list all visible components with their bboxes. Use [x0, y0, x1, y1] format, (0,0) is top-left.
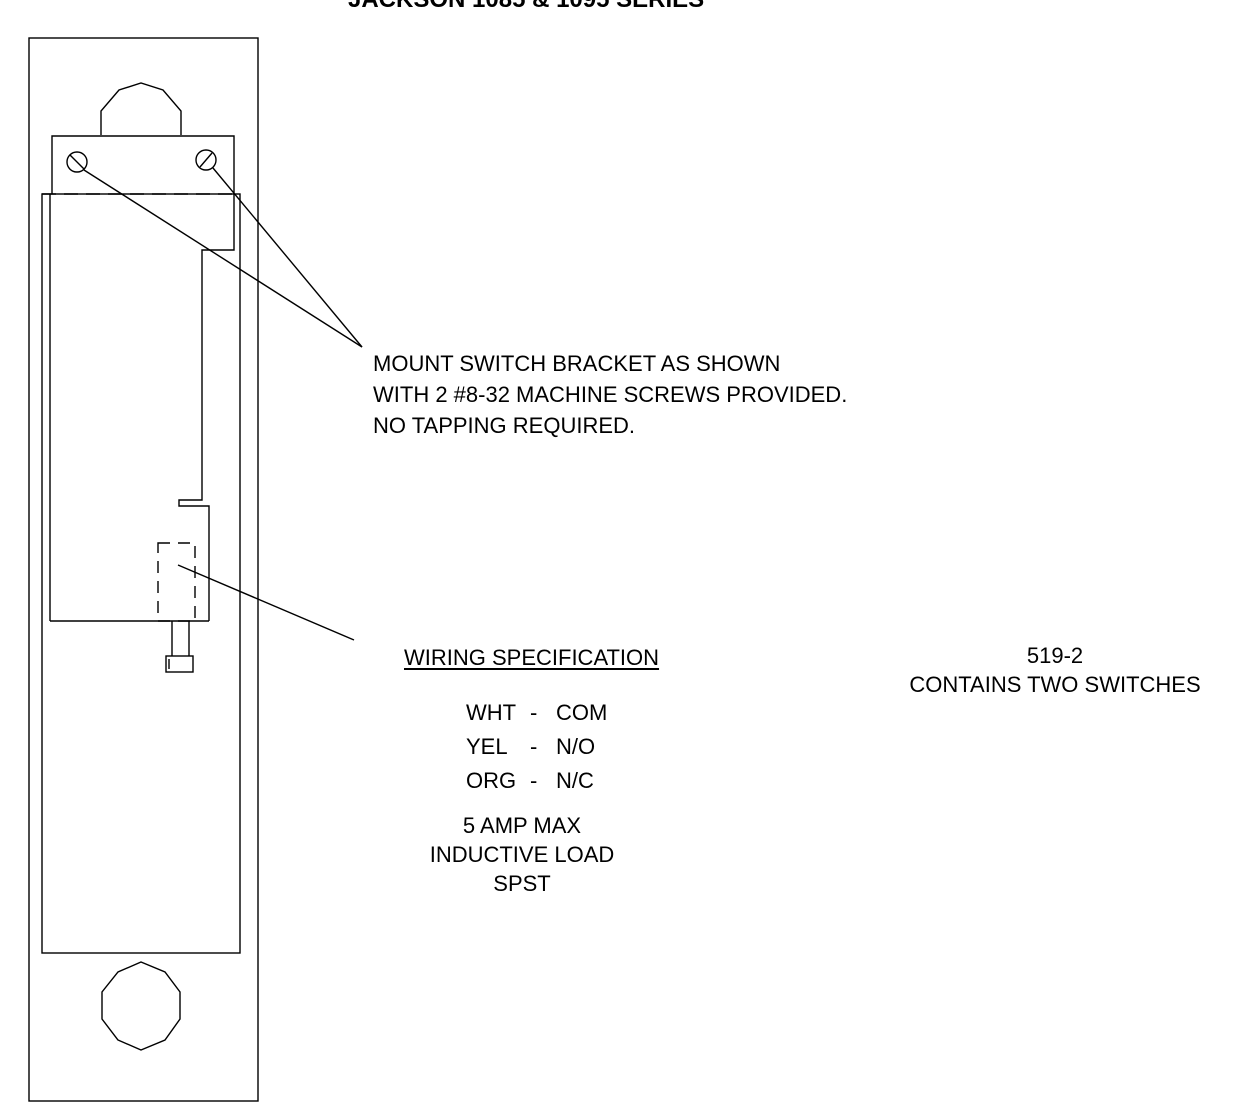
- wire-function: COM: [556, 700, 608, 725]
- screw-slot-right: [199, 152, 213, 168]
- switch-bracket: [51, 135, 235, 621]
- wire-dash: -: [530, 734, 538, 759]
- screw-head-left: [66, 151, 88, 173]
- rating-line: 5 AMP MAX: [462, 813, 582, 838]
- part-note: 519-2 CONTAINS TWO SWITCHES: [866, 641, 1244, 699]
- leader-line-switch: [177, 564, 355, 641]
- bottom-knob: [101, 961, 181, 1051]
- switch-body-outline: [41, 193, 241, 954]
- mount-note-line: NO TAPPING REQUIRED.: [373, 413, 636, 438]
- wire-dash: -: [530, 768, 538, 793]
- wiring-row-white: WHT-COM: [466, 700, 607, 734]
- wiring-heading: WIRING SPECIFICATION: [404, 645, 660, 670]
- wiring-row-orange: ORG-N/C: [466, 768, 607, 802]
- top-knob: [100, 82, 182, 135]
- rating-line: SPST: [493, 871, 551, 896]
- wire-color: ORG: [466, 768, 517, 793]
- screw-head-right: [195, 149, 217, 171]
- part-number: 519-2: [1026, 643, 1084, 668]
- wire-function: N/O: [556, 734, 596, 759]
- mount-note: MOUNT SWITCH BRACKET AS SHOWN WITH 2 #8-…: [373, 351, 847, 439]
- screw-slot-left: [69, 154, 85, 170]
- switch-rating: 5 AMP MAX INDUCTIVE LOAD SPST: [403, 811, 641, 898]
- wire-color: YEL: [466, 734, 508, 759]
- leader-line-right-screw: [212, 167, 363, 348]
- wire-color: WHT: [466, 700, 517, 725]
- switch-plunger: [171, 621, 190, 656]
- mounting-plate: [28, 37, 259, 1102]
- wiring-table: WHT-COM YEL-N/O ORG-N/C: [466, 700, 607, 802]
- hidden-micro-switch: [157, 542, 196, 622]
- plunger-tip: [165, 655, 194, 673]
- mount-note-line: WITH 2 #8-32 MACHINE SCREWS PROVIDED.: [373, 382, 848, 407]
- drawing-title: JACKSON 1085 & 1095 SERIES: [348, 0, 704, 14]
- mount-note-line: MOUNT SWITCH BRACKET AS SHOWN: [373, 351, 781, 376]
- wire-function: N/C: [556, 768, 594, 793]
- rating-line: INDUCTIVE LOAD: [429, 842, 615, 867]
- wiring-row-yellow: YEL-N/O: [466, 734, 607, 768]
- wire-dash: -: [530, 700, 538, 725]
- part-description: CONTAINS TWO SWITCHES: [909, 672, 1201, 697]
- leader-line-left-screw: [83, 169, 363, 348]
